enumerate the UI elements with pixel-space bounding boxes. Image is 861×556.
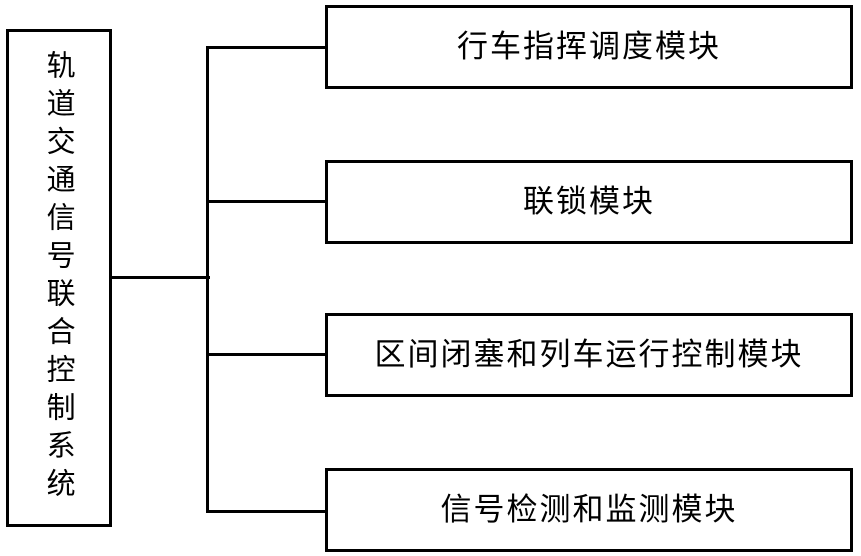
connector-branch-4: [206, 510, 327, 513]
connector-root-stub: [110, 276, 210, 279]
module-node-box-1[interactable]: 行车指挥调度模块: [325, 5, 853, 89]
module-node-box-4[interactable]: 信号检测和监测模块: [325, 468, 853, 552]
module-node-box-3[interactable]: 区间闭塞和列车运行控制模块: [325, 313, 853, 397]
module-node-label-3: 区间闭塞和列车运行控制模块: [374, 336, 804, 373]
module-node-label-2: 联锁模块: [523, 183, 655, 220]
connector-branch-2: [206, 200, 327, 203]
connector-branch-1: [206, 46, 327, 49]
connector-vertical-trunk: [206, 46, 209, 513]
root-node-box[interactable]: 轨道交通信号联合控制系统: [6, 29, 112, 527]
module-node-label-1: 行车指挥调度模块: [457, 28, 721, 65]
connector-branch-3: [206, 353, 327, 356]
module-node-box-2[interactable]: 联锁模块: [325, 160, 853, 244]
root-node-label: 轨道交通信号联合控制系统: [42, 50, 77, 506]
module-node-label-4: 信号检测和监测模块: [440, 491, 738, 528]
